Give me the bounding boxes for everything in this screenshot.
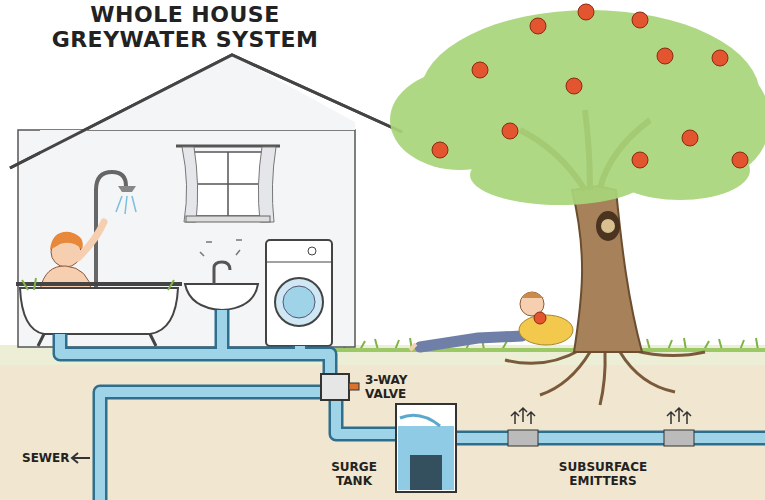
- sewer-arrow: [72, 453, 90, 463]
- bathtub: [16, 278, 182, 346]
- sink: [185, 240, 258, 310]
- apple-tree: [390, 4, 765, 405]
- pipes: [60, 310, 765, 500]
- bather: [40, 222, 104, 292]
- three-way-valve: [321, 374, 359, 400]
- window: [176, 146, 280, 222]
- diagram-title: WHOLE HOUSE GREYWATER SYSTEM: [40, 2, 330, 52]
- roof: [10, 55, 402, 168]
- washing-machine: [266, 240, 332, 346]
- sewer-label: SEWER: [22, 451, 70, 465]
- emitter-label: SUBSURFACE EMITTERS: [548, 460, 658, 488]
- subsurface-emitters: [508, 408, 694, 446]
- house-wall: [18, 130, 355, 347]
- valve-label: 3-WAY VALVE: [365, 373, 425, 401]
- tank-label: SURGE TANK: [318, 460, 390, 488]
- surge-tank: [396, 404, 456, 492]
- ground: [0, 345, 765, 500]
- resting-person: [410, 292, 573, 350]
